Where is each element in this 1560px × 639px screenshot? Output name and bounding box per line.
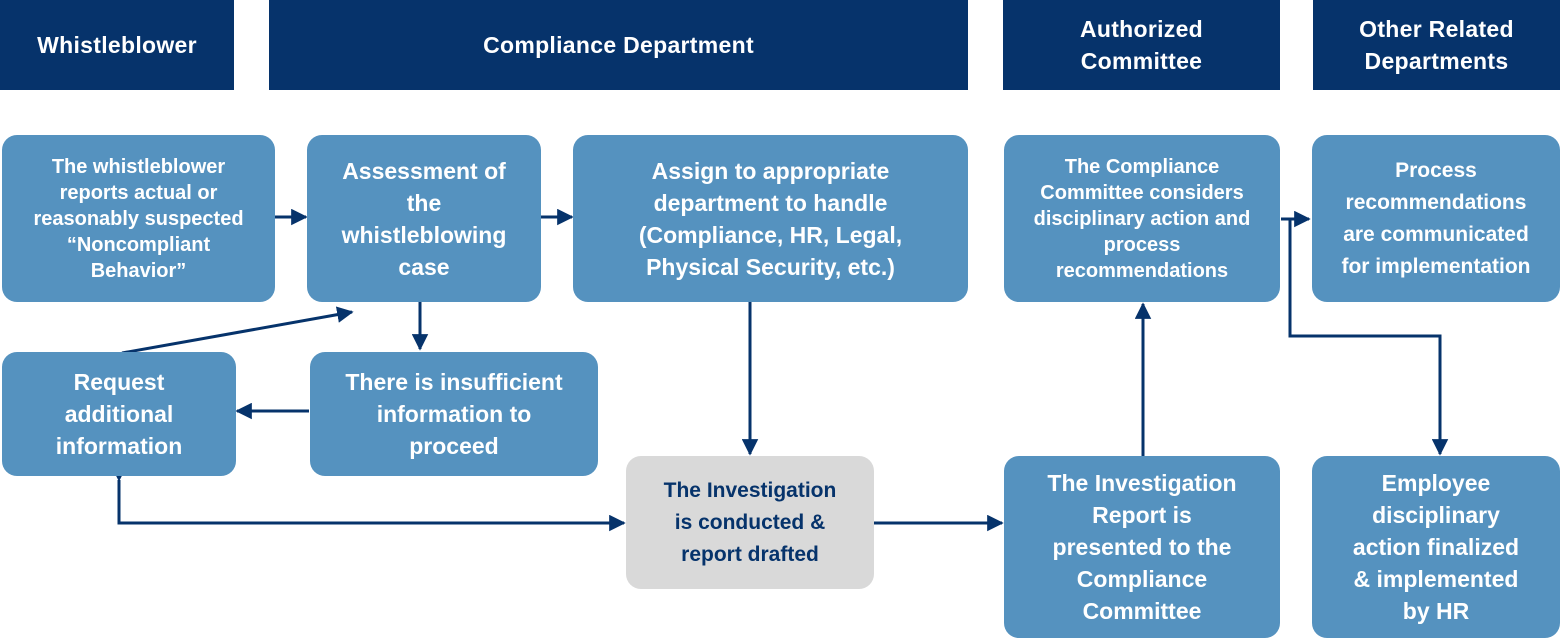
- header-whistleblower: Whistleblower: [0, 0, 234, 90]
- box-investigation-report-presented: The Investigation Report is presented to…: [1004, 456, 1280, 638]
- box-assessment: Assessment of the whistleblowing case: [307, 135, 541, 302]
- box-investigation-conducted: The Investigation is conducted & report …: [626, 456, 874, 589]
- box-whistleblower-report: The whistleblower reports actual or reas…: [2, 135, 275, 302]
- box-committee-considers: The Compliance Committee considers disci…: [1004, 135, 1280, 302]
- box-request-additional-info: Request additional information: [2, 352, 236, 476]
- header-authorized-committee: Authorized Committee: [1003, 0, 1280, 90]
- header-compliance-department: Compliance Department: [269, 0, 968, 90]
- box-insufficient-information: There is insufficient information to pro…: [310, 352, 598, 476]
- box-process-recommendations: Process recommendations are communicated…: [1312, 135, 1560, 302]
- box-disciplinary-action: Employee disciplinary action finalized &…: [1312, 456, 1560, 638]
- header-other-related-departments: Other Related Departments: [1313, 0, 1560, 90]
- arrow-request-to-assessment: [121, 306, 354, 355]
- arrow-request-investigation-bidirectional: [110, 465, 626, 532]
- box-assign-department: Assign to appropriate department to hand…: [573, 135, 968, 302]
